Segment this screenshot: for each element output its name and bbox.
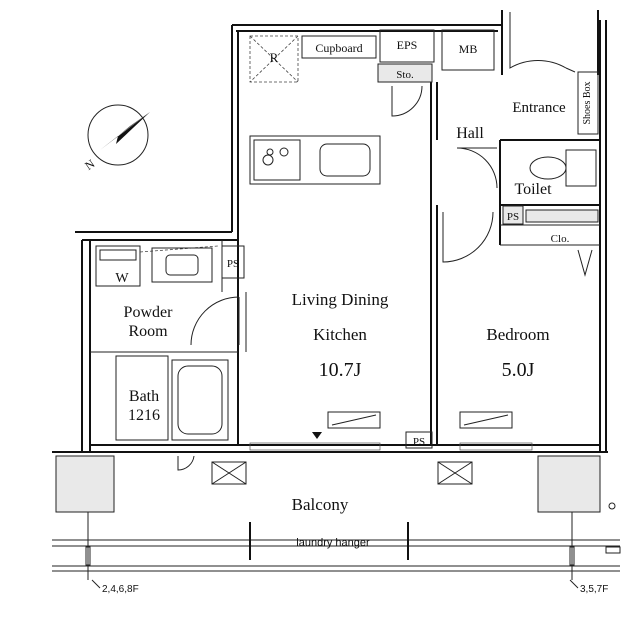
- doors: [177, 12, 593, 471]
- ps-powder: [221, 245, 245, 279]
- bathtub: [171, 359, 229, 441]
- meter-box: [441, 29, 495, 71]
- cupboard-label: Cupboard: [315, 41, 362, 55]
- balcony: [52, 455, 621, 589]
- ps-balcony-label: PS: [413, 436, 425, 448]
- outdoor-unit-right: [437, 461, 473, 485]
- bath-label-line2: 1216: [128, 407, 160, 424]
- powder-label-line1: Powder: [124, 304, 174, 321]
- entrance-label: Entrance: [512, 100, 566, 116]
- outdoor-unit-left: [211, 461, 247, 485]
- toilet-fixtures: PS Clo.: [502, 149, 599, 245]
- shoes-box-label: Shoes Box: [582, 81, 593, 124]
- bedroom-label: Bedroom: [486, 325, 549, 344]
- balcony-pillar-right: [537, 455, 601, 513]
- bath-label-line1: Bath: [129, 388, 159, 405]
- kitchen-sink: [319, 143, 371, 177]
- stove: [253, 139, 301, 181]
- powder-label-line2: Room: [128, 323, 168, 340]
- walls: [52, 10, 608, 453]
- ps-toilet-label: PS: [507, 211, 519, 223]
- hall-label: Hall: [456, 125, 484, 142]
- room-labels: Living Dining Kitchen 10.7J Bedroom 5.0J…: [102, 100, 608, 595]
- toilet-label: Toilet: [514, 181, 552, 198]
- living-label-line2: Kitchen: [313, 325, 367, 344]
- eps-shaft: [379, 29, 435, 63]
- ac-unit-bedroom: [459, 411, 513, 429]
- mb-label: MB: [459, 42, 478, 56]
- refrigerator-label: R: [270, 50, 279, 65]
- window-marker: [312, 432, 322, 439]
- compass-ring: [87, 104, 149, 166]
- washer-label: W: [115, 271, 129, 286]
- vanity: [151, 247, 213, 283]
- balcony-label: Balcony: [292, 495, 349, 514]
- floor-note-left: 2,4,6,8F: [102, 584, 139, 595]
- toilet-bowl: [529, 156, 567, 180]
- compass-north-label: N: [82, 156, 97, 173]
- ac-unit-ldk: [327, 411, 381, 429]
- floor-note-right: 3,5,7F: [580, 584, 608, 595]
- kitchen-counter: [249, 135, 381, 185]
- bath-fixtures: [115, 355, 229, 441]
- ps-toilet: [502, 205, 524, 225]
- laundry-hanger-label: laundry hanger: [296, 537, 370, 549]
- compass: N: [82, 104, 150, 173]
- entrance-area: Shoes Box: [577, 71, 599, 135]
- refrigerator-space: [249, 35, 299, 83]
- closet-label: Clo.: [551, 233, 570, 245]
- shoes-box: [577, 71, 599, 135]
- ps-powder-label: PS: [227, 258, 239, 270]
- compass-needle-icon: [100, 112, 150, 150]
- powder-fixtures: W PS: [95, 245, 245, 287]
- eps-label: EPS: [397, 38, 418, 52]
- washer: [95, 245, 141, 287]
- cupboard: [301, 35, 377, 59]
- balcony-pillar-left: [55, 455, 115, 513]
- storage: [377, 63, 433, 83]
- living-area: 10.7J: [319, 359, 362, 381]
- bedroom-area: 5.0J: [502, 359, 535, 381]
- ps-balcony: [405, 431, 433, 449]
- living-label-line1: Living Dining: [292, 290, 389, 309]
- top-fixtures: R Cupboard EPS MB Sto.: [249, 29, 495, 83]
- windows: PS: [249, 411, 533, 451]
- storage-label: Sto.: [396, 69, 414, 81]
